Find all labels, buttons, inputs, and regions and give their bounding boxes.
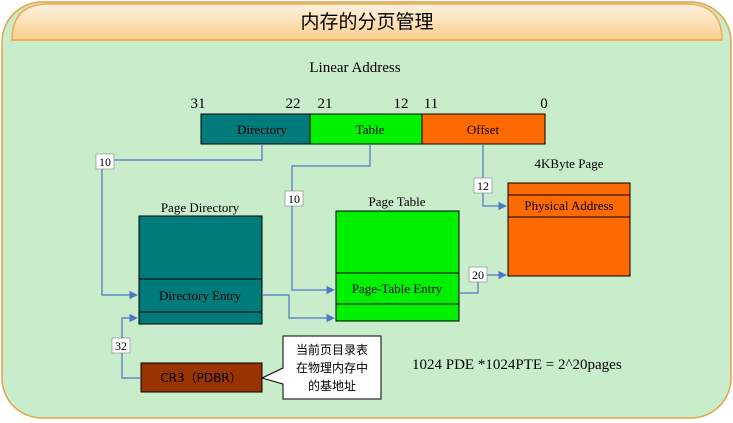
directory-entry-label: Directory Entry xyxy=(159,288,241,303)
bit-label-31: 31 xyxy=(191,96,206,112)
directory-entry xyxy=(138,278,263,313)
width-label-offset: 12 xyxy=(477,179,489,193)
page-table-title: Page Table xyxy=(369,194,426,209)
table-field xyxy=(309,113,423,145)
arrow-offset-to-physical xyxy=(482,144,507,211)
width-label-table: 10 xyxy=(288,192,300,206)
page-table-entry xyxy=(335,272,460,305)
cr3-note-line-1: 当前页目录表 xyxy=(296,342,368,357)
bit-width-labels: 10 10 12 20 32 xyxy=(95,153,493,354)
physical-address-entry xyxy=(507,194,631,218)
cr3-label: CR3（PDBR） xyxy=(160,371,241,385)
slide-title: 内存的分页管理 xyxy=(300,11,433,33)
physical-address-label: Physical Address xyxy=(524,198,613,213)
arrow-table-to-entry xyxy=(291,144,371,295)
linear-address-label: Linear Address xyxy=(309,60,400,76)
width-label-cr3: 32 xyxy=(115,339,127,353)
bit-label-21: 21 xyxy=(318,96,333,112)
bit-label-12: 12 xyxy=(394,96,409,112)
cr3-note-line-3: 的基地址 xyxy=(308,378,356,393)
page-directory-title: Page Directory xyxy=(161,200,240,215)
bit-label-0: 0 xyxy=(540,96,548,112)
page-table-entry-label: Page-Table Entry xyxy=(352,281,443,296)
arrow-pde-to-table xyxy=(262,294,335,323)
arrow-pte-to-page xyxy=(459,270,507,294)
bit-label-22: 22 xyxy=(286,96,301,112)
cr3-note-line-2: 在物理内存中 xyxy=(296,360,368,375)
cr3-register xyxy=(140,362,263,393)
formula: 1024 PDE *1024PTE = 2^20pages xyxy=(412,357,622,373)
title-banner xyxy=(11,3,723,41)
offset-field xyxy=(421,113,546,145)
table-field-label: Table xyxy=(356,122,385,137)
directory-field-label: Directory xyxy=(237,122,287,137)
offset-field-label: Offset xyxy=(467,122,500,137)
cr3-callout xyxy=(260,335,382,400)
bit-label-11: 11 xyxy=(424,96,438,112)
width-label-pte-to-page: 20 xyxy=(472,268,484,282)
page-title: 4KByte Page xyxy=(535,156,604,171)
width-label-dir: 10 xyxy=(99,155,111,169)
